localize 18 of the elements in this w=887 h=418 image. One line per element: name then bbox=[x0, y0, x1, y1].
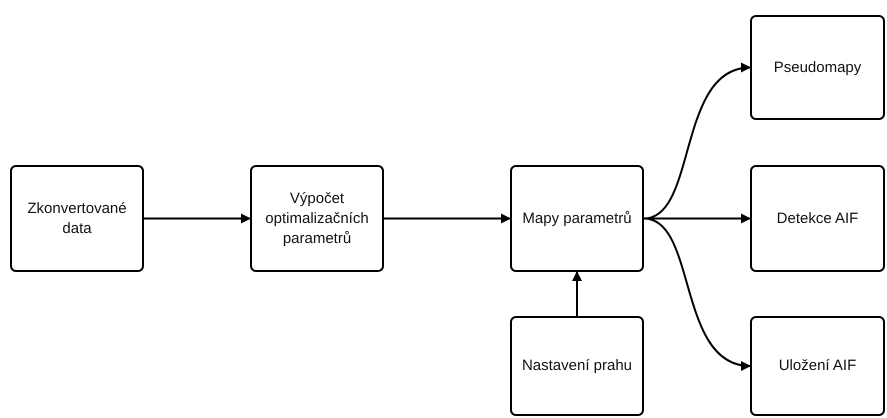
box-label: Uložení AIF bbox=[778, 356, 856, 376]
process-box bbox=[10, 165, 144, 272]
box-label: Zkonvertované data bbox=[26, 198, 128, 238]
process-box bbox=[510, 165, 644, 272]
process-box bbox=[750, 165, 885, 272]
arrow bbox=[572, 271, 582, 316]
arrow bbox=[644, 218, 751, 370]
box-label: Nastavení prahu bbox=[522, 356, 632, 376]
process-box bbox=[750, 15, 885, 120]
box-label: Výpočet optimalizačních parametrů bbox=[264, 188, 370, 248]
process-box bbox=[510, 316, 644, 416]
box-label: Detekce AIF bbox=[776, 208, 858, 228]
arrow bbox=[384, 214, 511, 224]
box-label: Mapy parametrů bbox=[522, 208, 632, 228]
process-box bbox=[250, 165, 384, 272]
box-label: Pseudomapy bbox=[774, 58, 862, 78]
arrow bbox=[144, 214, 251, 224]
process-box bbox=[750, 316, 885, 416]
